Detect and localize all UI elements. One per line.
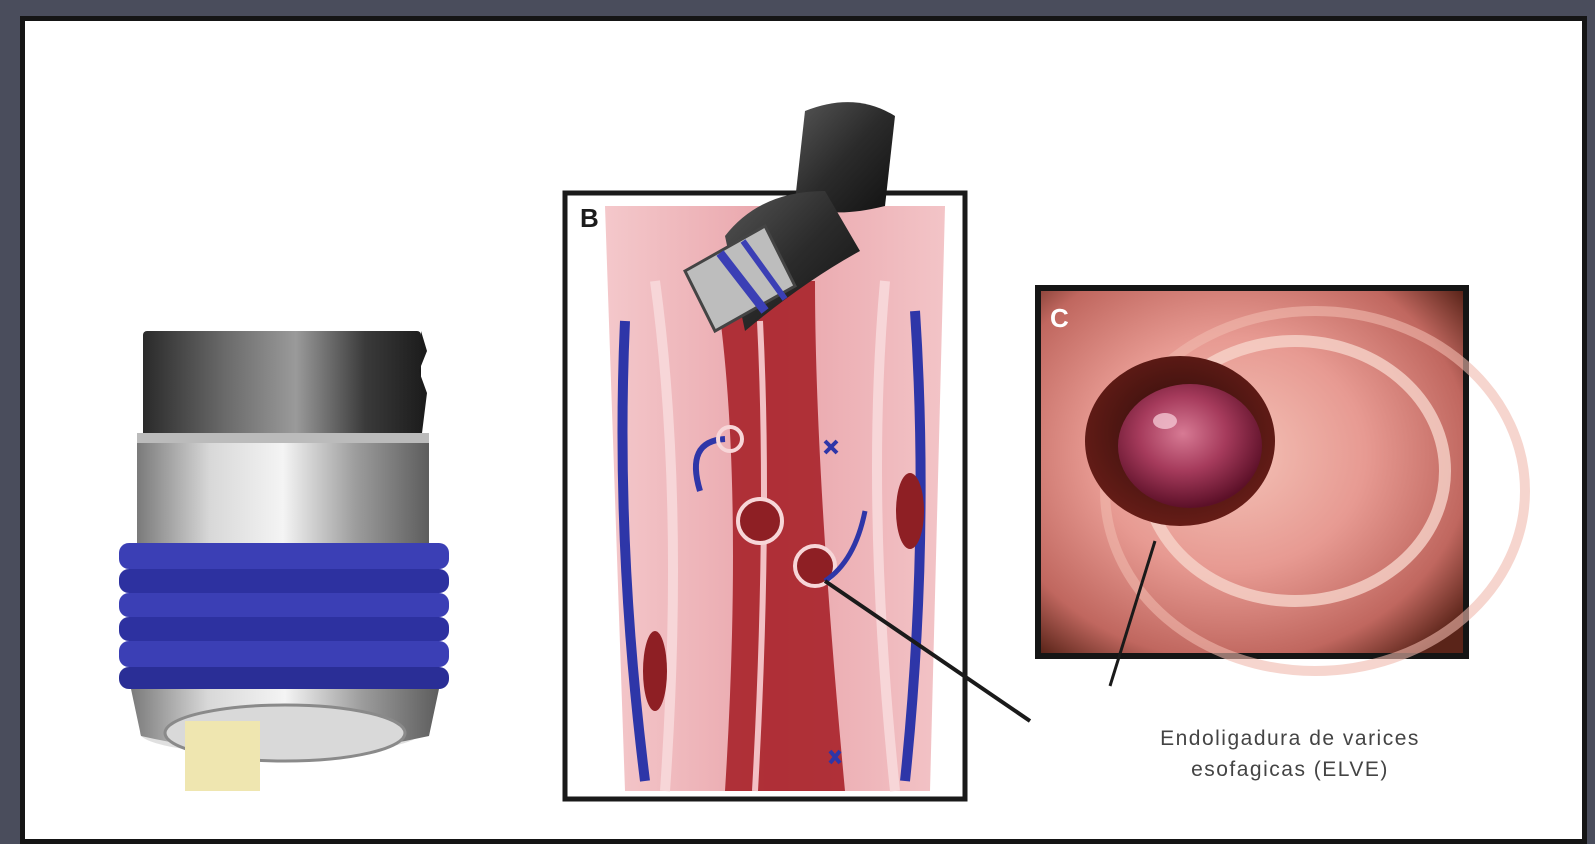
diagram-illustration <box>25 21 1582 839</box>
endoscopic-view <box>1038 288 1525 686</box>
esophagus-illustration <box>565 102 1030 799</box>
ligator-device <box>119 331 449 791</box>
figure-frame: B C Endoligadura de varices esofagicas (… <box>20 16 1587 844</box>
caption-line-2: esofagicas (ELVE) <box>1080 754 1500 785</box>
panel-label-b: B <box>580 203 599 234</box>
rubber-bands <box>119 543 449 689</box>
caption: Endoligadura de varices esofagicas (ELVE… <box>1080 723 1500 785</box>
panel-label-c: C <box>1050 303 1069 334</box>
caption-line-1: Endoligadura de varices <box>1080 723 1500 754</box>
